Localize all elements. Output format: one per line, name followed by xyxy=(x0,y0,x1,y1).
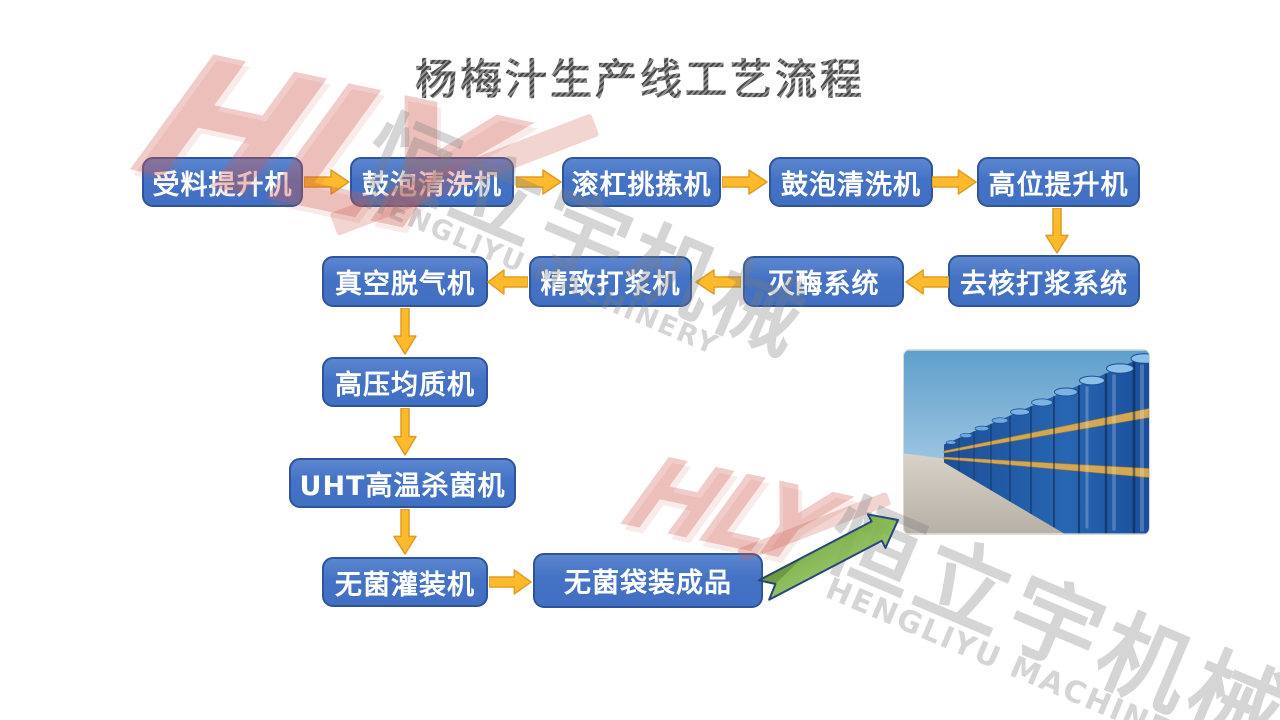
flow-arrow-right-icon xyxy=(304,168,350,196)
step-high-elevator: 高位提升机 xyxy=(977,157,1140,207)
product-photo xyxy=(903,349,1150,535)
step-destone-pulping-system: 去核打浆系统 xyxy=(948,255,1140,307)
flow-arrow-down-icon xyxy=(1044,208,1070,254)
step-roller-sorter: 滚杠挑拣机 xyxy=(562,157,721,207)
flow-arrow-right-icon xyxy=(722,168,768,196)
step-fine-pulper: 精致打浆机 xyxy=(529,256,692,307)
green-ribbon-arrow-icon xyxy=(750,498,920,613)
step-bubble-washer-2: 鼓泡清洗机 xyxy=(769,157,933,207)
flow-arrow-down-icon xyxy=(392,509,418,555)
flow-arrow-left-icon xyxy=(487,268,528,296)
step-high-pressure-homogenizer: 高压均质机 xyxy=(322,357,488,407)
step-aseptic-bag-product: 无菌袋装成品 xyxy=(533,553,763,608)
flow-arrow-right-icon xyxy=(489,568,532,596)
step-vacuum-degasser: 真空脱气机 xyxy=(322,256,488,307)
page-title: 杨梅汁生产线工艺流程 xyxy=(0,46,1280,107)
brand-watermark-top-cn: 恒立宇机械 xyxy=(350,97,824,377)
flow-arrow-left-icon xyxy=(905,268,949,296)
step-bubble-washer-1: 鼓泡清洗机 xyxy=(350,157,514,207)
blue-drums-illustration xyxy=(904,350,1149,534)
flow-arrow-down-icon xyxy=(392,308,418,355)
flow-arrow-right-icon xyxy=(932,168,977,196)
step-uht-sterilizer: UHT高温杀菌机 xyxy=(289,458,516,508)
step-receiving-elevator: 受料提升机 xyxy=(142,157,303,207)
step-aseptic-filler: 无菌灌装机 xyxy=(322,557,488,607)
flow-arrow-right-icon xyxy=(516,168,562,196)
flow-arrow-left-icon xyxy=(695,268,741,296)
flow-arrow-down-icon xyxy=(392,408,418,456)
step-enzyme-killing-system: 灭酶系统 xyxy=(743,256,904,307)
